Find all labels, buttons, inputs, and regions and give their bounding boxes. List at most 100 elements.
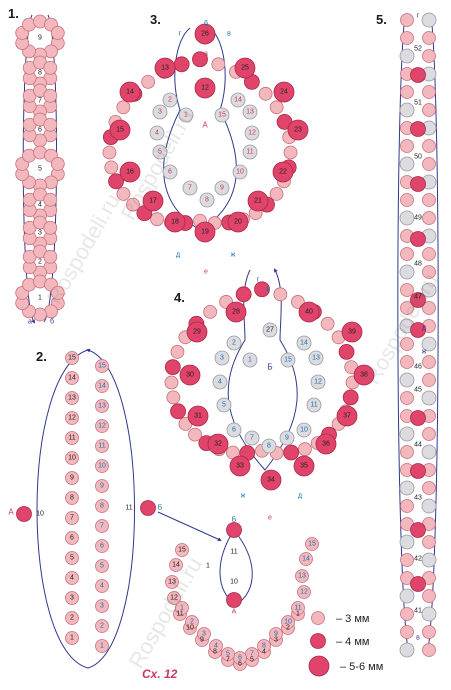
diagram2b-top-bead (226, 522, 242, 538)
diagram5-bead (421, 12, 437, 28)
diagram5-bead (421, 606, 437, 622)
diagram2b-bead (185, 615, 199, 629)
diagram4-inner-bead (226, 422, 242, 438)
diagram3-inner-label: 2 (168, 97, 172, 104)
diagram2-label: 15 (68, 355, 76, 362)
diagram4-inner-bead (296, 422, 312, 438)
diagram3-large-bead (194, 23, 216, 45)
diagram2b-bead (221, 647, 235, 661)
diagram5-bead (421, 282, 437, 298)
diagram3-large-bead (234, 57, 256, 79)
diagram5-bead (400, 13, 414, 27)
diagram5-bead (399, 372, 415, 388)
diagram4-inner-label: 11 (310, 402, 317, 409)
diagram5-label: 49 (414, 215, 422, 222)
diagram3-large-bead (109, 119, 131, 141)
diagram4-inner-bead (261, 438, 277, 454)
diagram5-bead (422, 49, 436, 63)
diagram3-inner-bead (214, 107, 230, 123)
diagram1-label: 8 (38, 70, 42, 77)
diagram1-label: 4 (38, 202, 42, 209)
diagram2-label: 1 (100, 643, 104, 650)
diagram2b-bead (209, 639, 223, 653)
diagram4-large-label: 38 (360, 372, 368, 379)
diagram2b-label: 15 (308, 541, 316, 548)
diagram5-bead (422, 373, 436, 387)
diagram2-label: 10 (68, 455, 76, 462)
diagram3-outer-bead (141, 74, 156, 89)
diagram5-bead (421, 552, 437, 568)
diagram5-bead (422, 427, 436, 441)
diagram3-inner-bead (162, 92, 178, 108)
diagram3-letter: б (204, 20, 208, 28)
diagram3-large-label: 24 (280, 89, 288, 96)
diagram5-bead (422, 481, 436, 495)
diagram5-bead (399, 588, 415, 604)
diagram5-bead (422, 139, 436, 153)
diagram2-label: 12 (68, 415, 76, 422)
legend-bead-5-6mm (308, 655, 330, 677)
diagram5-bead (421, 444, 437, 460)
diagram2-bead (95, 499, 109, 513)
diagram2b-label: 8 (213, 649, 217, 656)
diagram3-large-label: 21 (254, 198, 262, 205)
diagram3-inner-bead (242, 104, 258, 120)
diagram4-inner-bead (214, 350, 230, 366)
diagram4-large-label: 31 (194, 413, 202, 420)
diagram4-inner-bead (212, 374, 228, 390)
diagram2-label: 8 (70, 495, 74, 502)
diagram2b-bottom-letter: А (232, 609, 237, 616)
diagram2-label: 6 (70, 535, 74, 542)
legend-label-3mm: – 3 мм (336, 613, 370, 625)
diagram4-large-label: 28 (232, 309, 240, 316)
diagram4-large-bead (315, 433, 337, 455)
diagram2-label: 4 (100, 583, 104, 590)
diagram5-label: 46 (414, 364, 422, 371)
diagram2-label: 11 (68, 435, 75, 442)
diagram4-large-bead (225, 301, 247, 323)
diagram5-letter: в (416, 635, 420, 642)
diagram4-outer-bead (338, 344, 355, 360)
diagram3-large-bead (272, 161, 294, 183)
diagram2-side-bead (140, 500, 156, 516)
diagram5-bead-4mm (410, 67, 426, 83)
diagram2b-label: 15 (178, 547, 186, 554)
diagram3-inner-bead (152, 144, 168, 160)
diagram5-bead-4mm (410, 576, 426, 592)
diagram4-inner-bead (226, 335, 242, 351)
diagram5-label: 44 (414, 442, 422, 449)
diagram5-bead (422, 265, 436, 279)
diagram4-inner-label: 1 (248, 357, 252, 364)
diagram2-label: 5 (70, 555, 74, 562)
diagram2-bead (95, 439, 109, 453)
diagram2b-center-label: 10 (230, 579, 238, 586)
diagram1-bead (43, 220, 58, 235)
diagram2-label: 13 (68, 395, 76, 402)
diagram3-inner-label: 9 (220, 185, 224, 192)
scheme-caption: Сх. 12 (142, 667, 178, 681)
diagram4-large-bead (262, 322, 278, 338)
diagram4-large-bead (229, 455, 251, 477)
diagram5-bead (422, 355, 436, 369)
diagram2b-label: 6 (238, 655, 242, 662)
diagram4-outer-bead (320, 316, 335, 331)
diagram3-inner-bead (182, 180, 198, 196)
diagram2b-label: 6 (238, 661, 242, 668)
diagram5-bead (399, 426, 415, 442)
diagram2b-label: 3 (274, 637, 278, 644)
diagram2b-label: 7 (250, 651, 254, 658)
diagram5-label: 41 (414, 608, 422, 615)
diagram2-bead (95, 579, 109, 593)
diagram3-large-bead (273, 81, 295, 103)
diagram2-label: 7 (70, 515, 74, 522)
diagram3-large-label: 22 (279, 169, 287, 176)
diagram3-inner-bead (244, 125, 260, 141)
diagram5-label: 45 (414, 387, 422, 394)
diagram5-bead (422, 643, 436, 657)
diagram4-outer-bead (170, 403, 186, 420)
diagram3-outer-bead (269, 186, 284, 201)
diagram2-side-letter: Б (158, 505, 163, 512)
diagram2b-center-label: 1 (206, 563, 210, 570)
diagram5-bead (399, 156, 415, 172)
